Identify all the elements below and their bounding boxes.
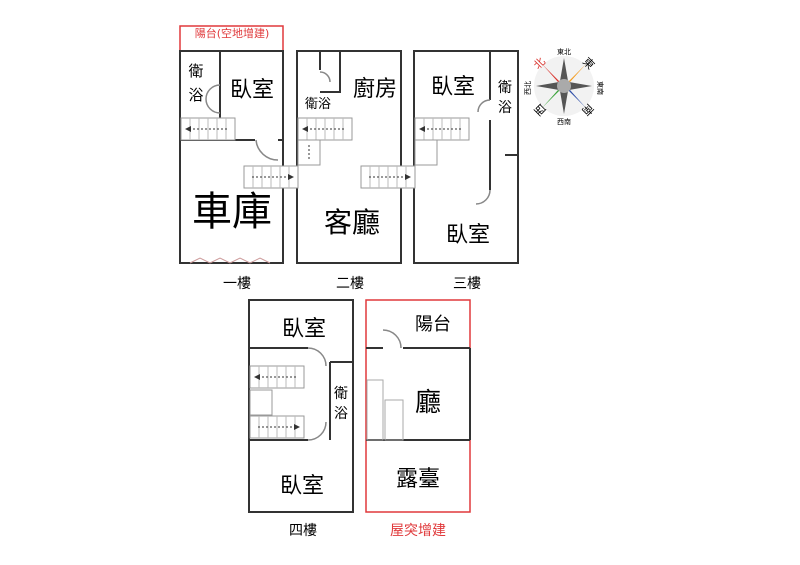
floor-label: 三樓 xyxy=(453,276,481,292)
bath-label-1: 衛 xyxy=(498,80,512,96)
bath-label-2: 浴 xyxy=(498,100,512,116)
bedroom-top-label: 臥室 xyxy=(431,75,475,100)
floor-label: 四樓 xyxy=(289,523,317,539)
stairs-icon xyxy=(180,117,236,141)
floor-label: 屋突增建 xyxy=(390,523,446,539)
stairs-icon xyxy=(414,139,438,166)
bedroom-bottom-label: 臥室 xyxy=(280,474,324,499)
floor-3 xyxy=(413,50,519,264)
compass-icon: 北 東北 東 東南 南 西南 西 西北 xyxy=(524,47,605,126)
floor-4 xyxy=(248,299,354,513)
bath-label-2: 浴 xyxy=(334,406,348,422)
floor-label: 一樓 xyxy=(223,276,251,292)
kitchen-label: 廚房 xyxy=(353,77,397,102)
bedroom-label: 臥室 xyxy=(230,78,274,103)
bedroom-top-label: 臥室 xyxy=(282,317,326,342)
floor-2 xyxy=(296,50,402,264)
bath-label-1: 衛 xyxy=(188,62,203,80)
floor-label: 二樓 xyxy=(336,276,364,292)
compass-se: 東南 xyxy=(596,81,605,95)
balcony-label: 陽台 xyxy=(415,314,451,335)
compass-ne: 東北 xyxy=(557,47,571,56)
stairs-icon xyxy=(297,139,321,166)
bedroom-bottom-label: 臥室 xyxy=(446,223,490,248)
hall-label: 廳 xyxy=(415,388,441,418)
balcony-label: 陽台(空地增建) xyxy=(195,26,270,40)
stairs-icon xyxy=(249,389,273,416)
compass-nw: 西北 xyxy=(524,81,532,95)
bath-label: 衛浴 xyxy=(305,97,331,112)
living-room-label: 客廳 xyxy=(324,206,380,239)
bath-label-2: 浴 xyxy=(188,86,203,104)
garage-label: 車庫 xyxy=(192,189,272,235)
compass-sw: 西南 xyxy=(557,117,571,126)
bath-label-1: 衛 xyxy=(334,386,348,402)
rooftop xyxy=(365,299,471,513)
terrace-label: 露臺 xyxy=(396,467,440,492)
